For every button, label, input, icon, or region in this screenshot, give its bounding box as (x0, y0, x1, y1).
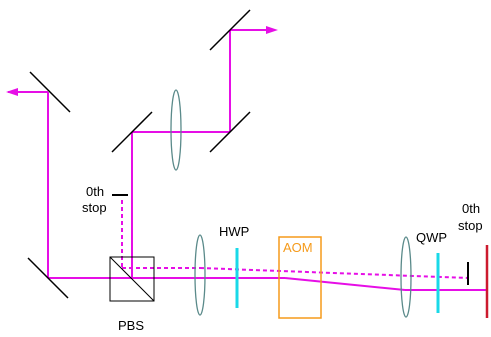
pbs-box (109, 256, 155, 302)
output-beam-arrowhead (266, 26, 278, 34)
lens-bottom-left (194, 234, 206, 316)
label-stop-right-line1: 0th (462, 201, 480, 216)
lens-top (170, 89, 182, 171)
dashed-beam-to-right-stop (199, 267, 469, 279)
label-stop-left-line2: stop (82, 200, 107, 215)
beam-paths (6, 26, 486, 291)
mirrors (27, 9, 251, 299)
label-aom: AOM (283, 240, 313, 255)
pbs-cube (109, 256, 155, 302)
label-stop-right-line2: stop (458, 218, 483, 233)
label-pbs: PBS (118, 318, 144, 333)
label-hwp: HWP (219, 224, 249, 239)
lens-bottom-right (400, 236, 412, 318)
pbs-diagonal (109, 256, 155, 302)
mirror-top-right (209, 9, 251, 51)
mirror-bottom-left (27, 257, 69, 299)
mirror-upper-right (209, 111, 251, 153)
input-beam-arrowhead (6, 88, 18, 96)
lenses (170, 89, 412, 318)
mirror-top-left (29, 71, 71, 113)
label-stop-left-line1: 0th (86, 184, 104, 199)
label-qwp: QWP (416, 230, 447, 245)
aom-box (278, 236, 322, 319)
mirror-middle (111, 111, 153, 153)
beam-deflected (284, 277, 406, 291)
